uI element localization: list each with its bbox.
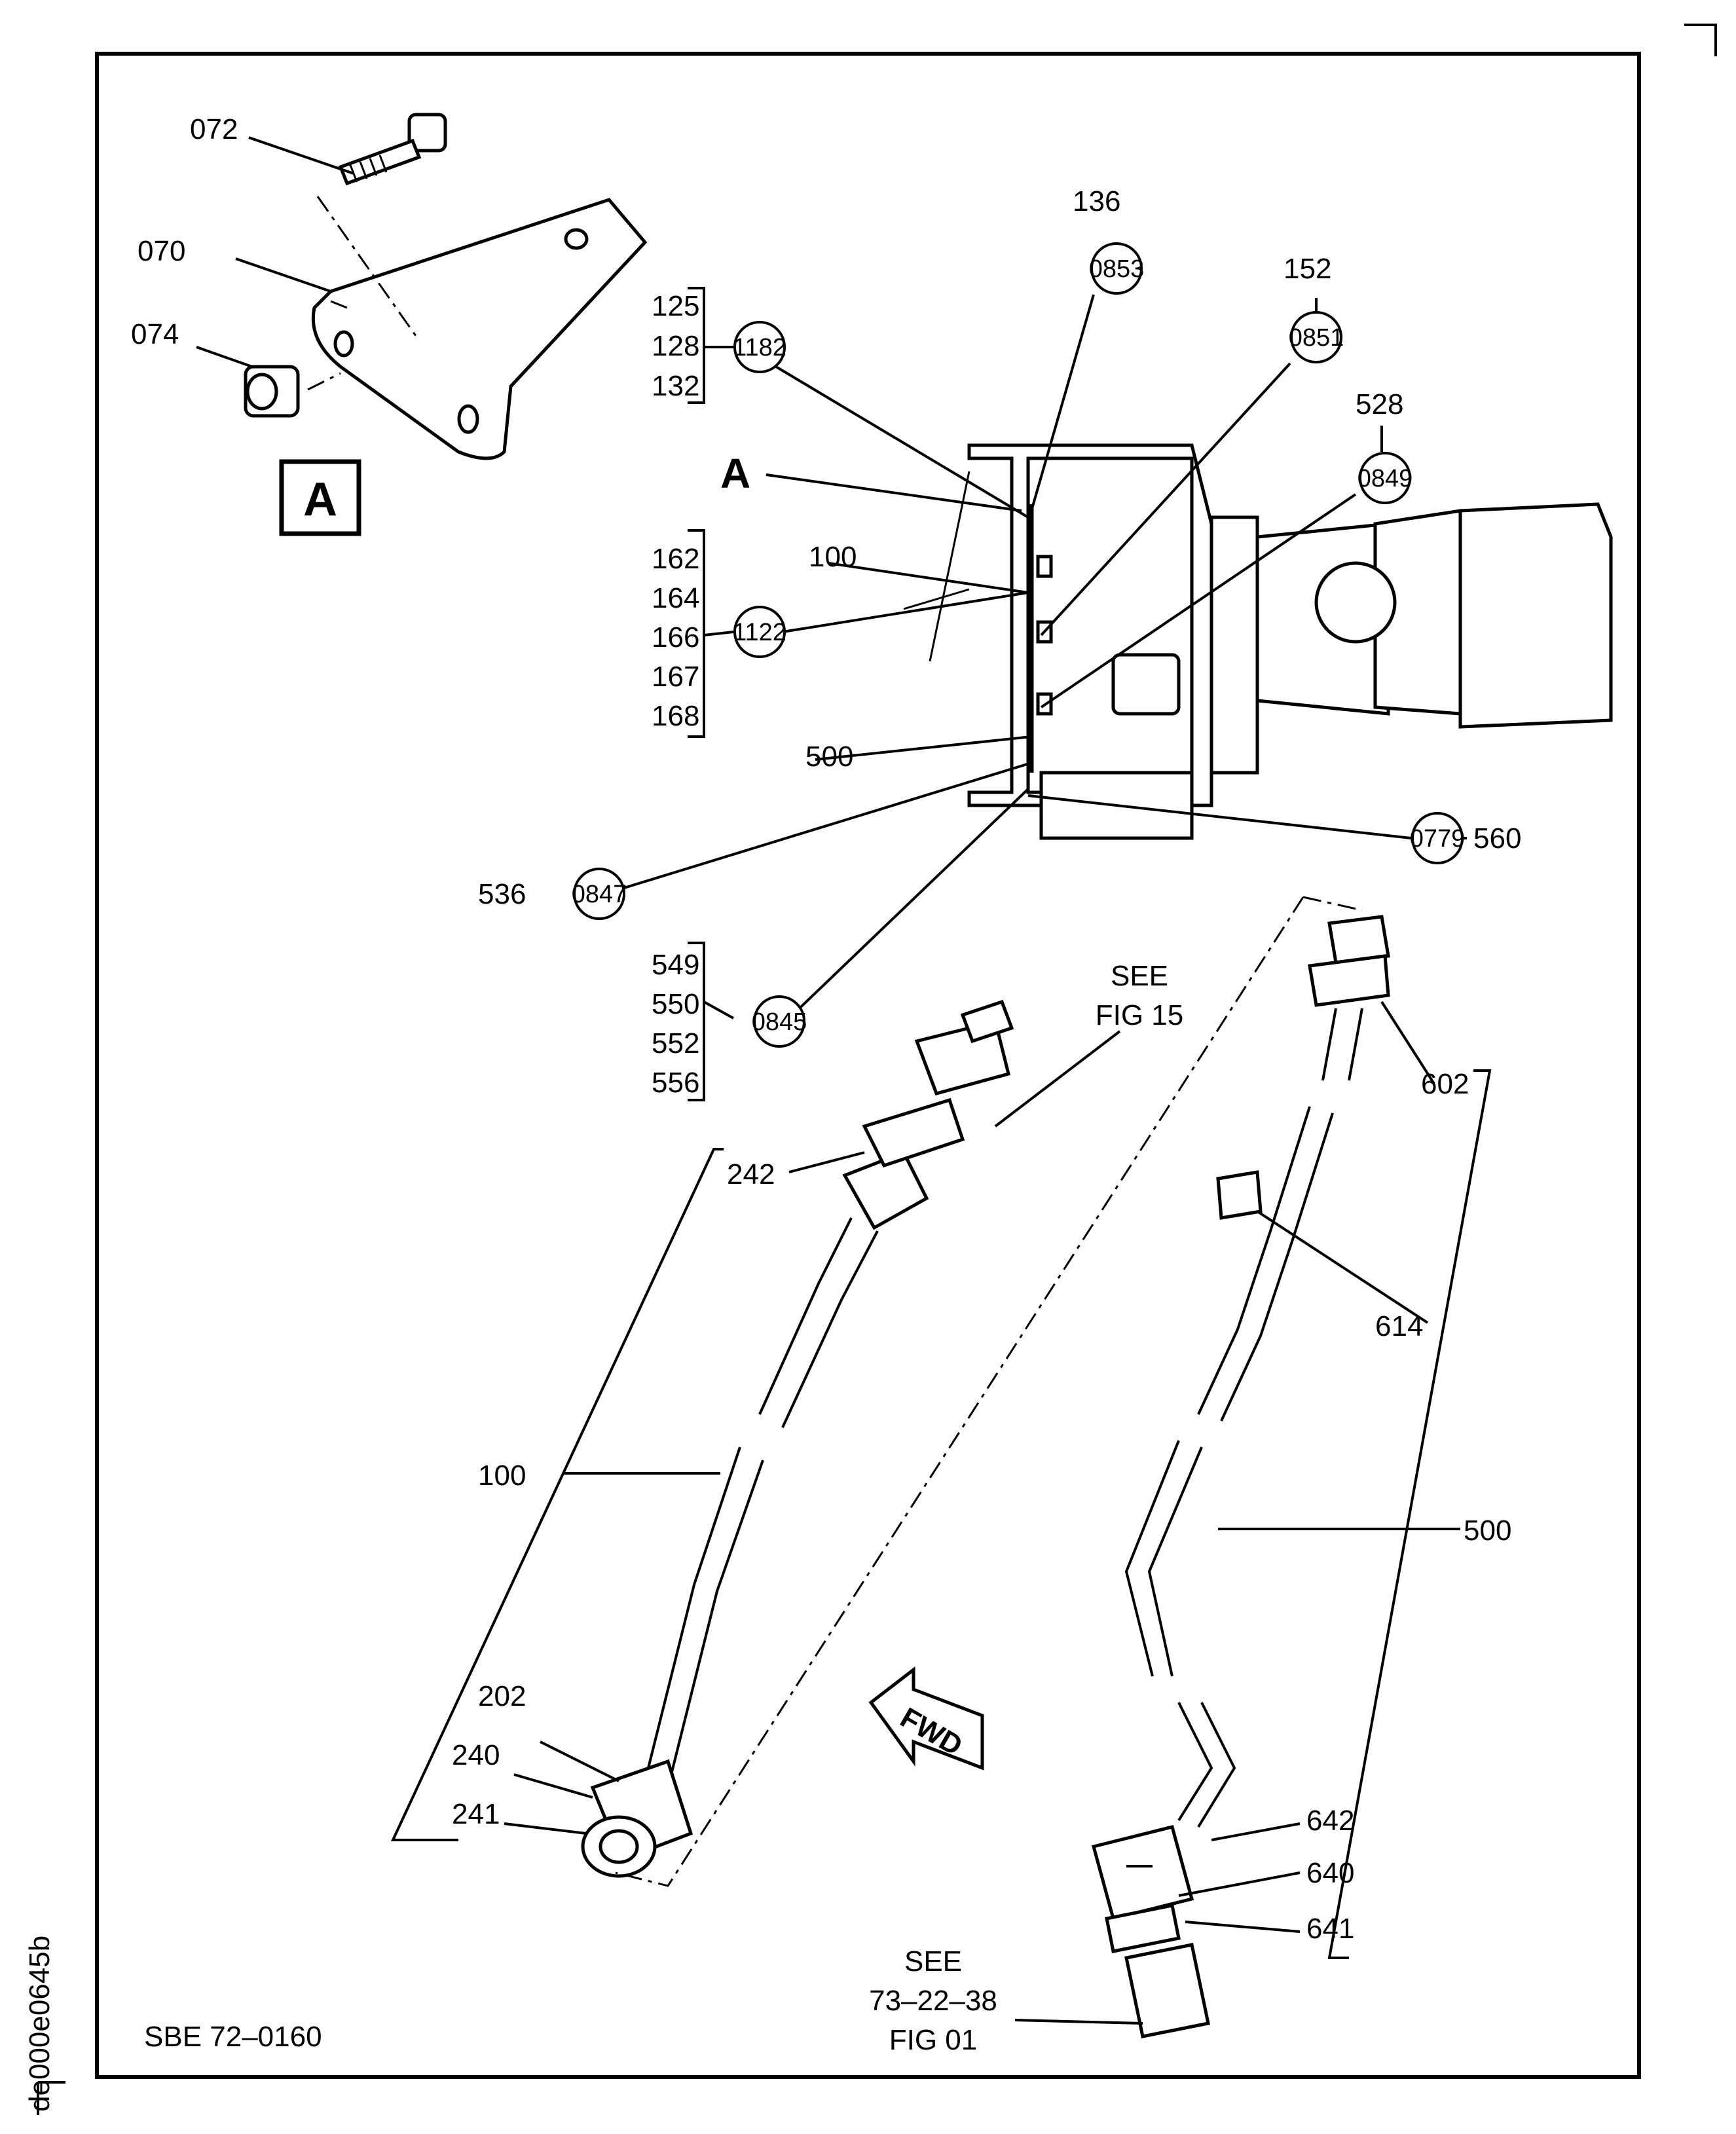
callout-0847: 0847 [572,868,627,920]
svg-text:73–22–38: 73–22–38 [869,1985,997,2017]
item-100-top: 100 [809,541,857,573]
svg-text:0853: 0853 [1089,255,1145,283]
item-242: 242 [727,1158,775,1190]
item-550: 550 [652,988,699,1020]
ref-fig01: SEE 73–22–38 FIG 01 [869,1945,997,2056]
item-164: 164 [652,582,699,614]
ref-fig15: SEE FIG 15 [1096,960,1184,1031]
corner-mark [1684,24,1717,56]
item-167: 167 [652,661,699,693]
item-125: 125 [652,290,699,322]
centerline-tubes [615,896,1363,1887]
centerline-nut [307,372,341,391]
item-070: 070 [138,235,185,267]
callout-0845: 0845 [752,995,807,1048]
svg-text:1182: 1182 [733,334,786,361]
item-500-bottom: 500 [1464,1515,1511,1547]
item-536: 536 [478,878,526,910]
item-132: 132 [652,370,699,402]
leader-lines [196,136,1467,2025]
callout-0849: 0849 [1357,452,1413,504]
item-240: 240 [452,1739,500,1771]
item-152: 152 [1284,253,1331,285]
item-614: 614 [1375,1310,1423,1342]
svg-text:FIG 01: FIG 01 [889,2024,978,2056]
item-500-top: 500 [805,741,853,773]
svg-text:FIG 15: FIG 15 [1096,999,1184,1031]
svg-text:0845: 0845 [752,1008,807,1036]
item-560: 560 [1473,822,1521,855]
item-074: 074 [131,318,179,350]
side-code: de000e0645b [24,1936,56,2112]
item-642: 642 [1306,1805,1354,1837]
callout-0779: 0779 [1410,812,1466,864]
callout-0853: 0853 [1089,242,1145,295]
view-a-pointer-label: A [720,450,750,497]
item-641: 641 [1306,1913,1354,1945]
svg-text:SEE: SEE [1111,960,1168,992]
svg-text:1122: 1122 [733,619,786,646]
item-202: 202 [478,1680,526,1712]
item-128: 128 [652,330,699,362]
group-brackets [390,287,1492,1959]
svg-text:0851: 0851 [1289,324,1344,352]
bolt-072 [338,113,447,186]
item-100-bottom: 100 [478,1460,526,1492]
item-602: 602 [1421,1068,1469,1100]
fwd-arrow: FWD [868,1666,984,1771]
tube-100 [581,999,1014,1878]
view-a-label: A [303,473,337,526]
item-labels: 072 070 074 136 152 528 125 128 132 162 … [131,113,1521,1945]
svg-text:0849: 0849 [1357,465,1413,492]
item-556: 556 [652,1067,699,1099]
engine-overview [903,443,1613,840]
callout-0851: 0851 [1289,311,1344,363]
figure-id: SBE 72–0160 [144,2021,322,2053]
item-552: 552 [652,1027,699,1059]
svg-text:0847: 0847 [572,881,627,908]
bracket-070 [311,198,648,460]
item-072: 072 [190,113,238,145]
item-168: 168 [652,700,699,732]
svg-text:0779: 0779 [1410,825,1466,853]
view-a-box [279,459,361,536]
view-a-pointer [766,473,1022,512]
svg-text:SEE: SEE [904,1945,962,1978]
callout-1122: 1122 [733,606,786,658]
tube-500 [1091,915,1390,2038]
item-549: 549 [652,949,699,981]
item-136: 136 [1073,185,1120,217]
item-528: 528 [1356,388,1403,420]
figure-frame [95,52,1641,2079]
callout-1182: 1182 [733,321,786,373]
item-166: 166 [652,621,699,653]
item-640: 640 [1306,1857,1354,1889]
item-162: 162 [652,543,699,575]
corner-mark-bottom [37,2081,65,2115]
nut-074 [244,365,300,418]
centerline-bolt [316,196,420,341]
item-241: 241 [452,1798,500,1830]
